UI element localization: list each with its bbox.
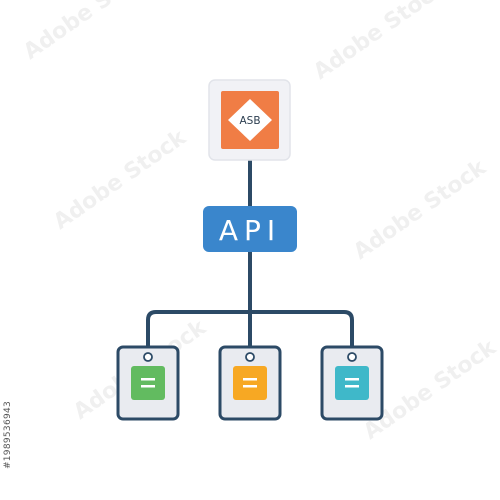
asb-node: ASB xyxy=(208,79,291,161)
device-right-screen xyxy=(335,366,369,400)
device-center-camera-icon xyxy=(245,352,255,362)
api-node-box xyxy=(203,206,297,252)
device-center-line-2 xyxy=(243,385,257,388)
stock-id-label: #1989536943 xyxy=(3,400,13,470)
api-label: API xyxy=(219,214,281,247)
device-center xyxy=(218,345,282,421)
watermark-text-4: Adobe Stock xyxy=(349,155,492,265)
device-left-line-1 xyxy=(141,378,155,381)
asb-label: ASB xyxy=(239,115,260,127)
device-left xyxy=(116,345,180,421)
api-node: API xyxy=(203,206,297,252)
connector-lines xyxy=(146,156,354,349)
device-left-line-2 xyxy=(141,385,155,388)
watermark-text-2: Adobe Stock xyxy=(309,0,452,85)
device-right-line-2 xyxy=(345,385,359,388)
device-right-line-1 xyxy=(345,378,359,381)
watermark-text-3: Adobe Stock xyxy=(49,125,192,235)
stock-id-strip: #1989536943 xyxy=(0,380,16,490)
device-right xyxy=(320,345,384,421)
device-left-camera-icon xyxy=(143,352,153,362)
device-center-screen xyxy=(233,366,267,400)
device-center-line-1 xyxy=(243,378,257,381)
asb-diamond-icon xyxy=(228,99,272,141)
watermark-text-1: Adobe Stock xyxy=(19,0,162,65)
device-right-camera-icon xyxy=(347,352,357,362)
device-left-screen xyxy=(131,366,165,400)
